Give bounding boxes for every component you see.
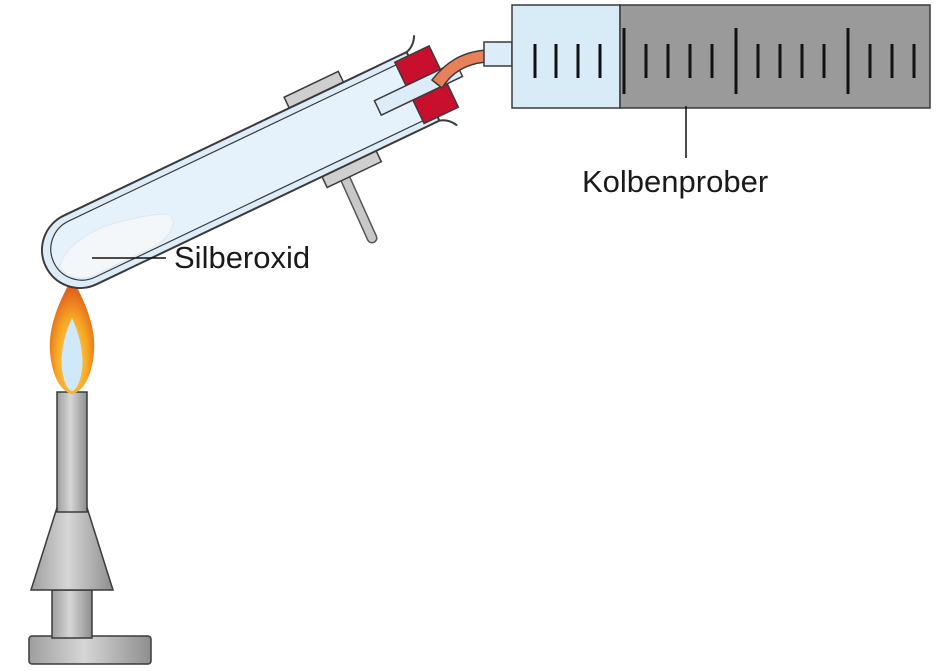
syringe-nozzle <box>483 41 513 67</box>
syringe-gas-chamber <box>511 4 621 109</box>
burner-neck <box>51 589 93 639</box>
silver-oxide-powder <box>59 213 174 279</box>
burner-tube <box>56 391 88 513</box>
gas-syringe <box>511 4 931 109</box>
flame-inner-cone <box>61 318 83 391</box>
burner-base <box>28 635 152 665</box>
silberoxid-label: Silberoxid <box>174 240 310 275</box>
syringe-piston <box>619 4 931 109</box>
bunsen-burner <box>28 278 152 665</box>
kolbenprober-label: Kolbenprober <box>582 164 768 199</box>
syringe-scale <box>533 28 916 94</box>
burner-cone <box>29 457 115 591</box>
